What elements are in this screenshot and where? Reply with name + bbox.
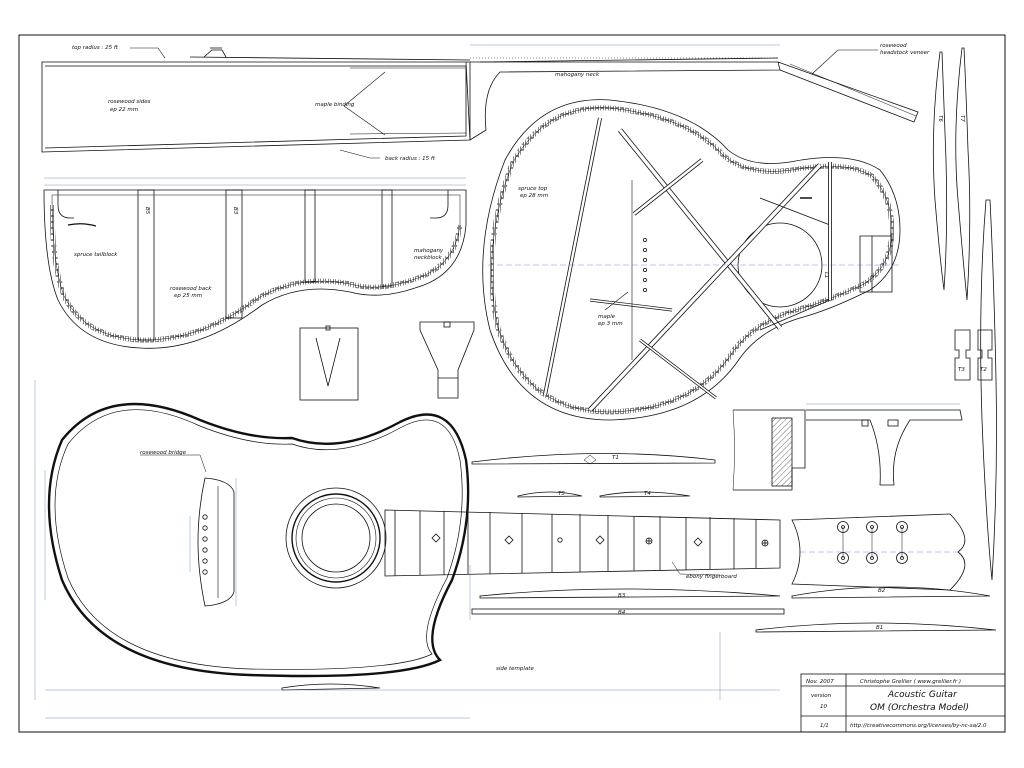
brace-label-b3: B3 (618, 593, 626, 599)
title-block-version-number: 10 (820, 704, 827, 710)
title-block-title-line2: OM (Orchestra Model) (870, 703, 969, 713)
maple-label: maple (598, 314, 616, 320)
rosewood-back-label: rosewood back (170, 286, 212, 292)
brace-label-t1-top: T1 (825, 271, 831, 278)
brace-label-t1: T1 (612, 455, 619, 461)
title-block (800, 673, 1006, 733)
side-template-label: side template (496, 666, 534, 672)
rosewood-sides-label: rosewood sides (108, 99, 151, 105)
back-plate (43, 177, 467, 349)
brace-label-b3-back: B3 (232, 207, 238, 215)
title-block-version-label: version (811, 693, 832, 699)
title-block-sheet: 1/1 (820, 723, 829, 729)
rosewood-bridge-label: rosewood bridge (140, 450, 187, 456)
title-block-author: Christophe Grellier ( www.grellier.fr ) (860, 679, 961, 685)
title-block-license: http://creativecommons.org/licenses/by-n… (850, 723, 987, 729)
dimension-lines (34, 380, 780, 719)
brace-label-t5: T5 (558, 491, 565, 497)
rosewood-back-thickness: ep 25 mm (174, 293, 202, 299)
mahogany-neckblock-label-1: mahogany (414, 248, 444, 254)
brace-label-b1: B1 (876, 625, 883, 631)
top-plate (482, 99, 901, 421)
spruce-tailblock-label: spruce tailblock (74, 252, 118, 258)
brace-label-b4: B4 (618, 610, 626, 616)
brace-label-t4: T4 (644, 491, 651, 497)
mahogany-neck-label: mahogany neck (555, 72, 600, 78)
spruce-top-label: spruce top (518, 186, 548, 192)
headstock-veneer-label-1: rosewood (880, 43, 907, 49)
guitar-front-view (47, 402, 470, 678)
neck-joint-section (732, 403, 963, 491)
brace-label-b5: B5 (144, 207, 150, 215)
title-block-date: Nov. 2007 (806, 679, 834, 685)
spruce-top-thickness: ep 28 mm (520, 193, 548, 199)
top-radius-label: top radius : 25 ft (72, 45, 119, 51)
drawing-frame (18, 34, 1006, 733)
brace-label-b2: B2 (878, 588, 886, 594)
maple-binding-label: maple binding (315, 102, 355, 108)
back-radius-label: back radius : 15 ft (385, 156, 436, 162)
tailblock-piece (299, 325, 359, 401)
side-view (41, 47, 471, 159)
neck-side-view (469, 44, 919, 141)
t3-t2-section (954, 329, 993, 381)
maple-thickness: ep 3 mm (598, 321, 623, 327)
brace-label-t2: T2 (980, 367, 987, 373)
t6-t7-braces (932, 47, 997, 581)
headstock-veneer-label-2: headstock veneer (880, 50, 930, 56)
neckblock-piece (419, 321, 475, 399)
rosewood-sides-thickness: ep 22 mm (110, 107, 138, 113)
brace-label-t3: T3 (958, 367, 965, 373)
fingerboard (384, 509, 781, 577)
ebony-fingerboard-label: ebony fingerboard (686, 574, 737, 580)
brace-label-t6: T6 (937, 115, 943, 122)
brace-label-t7: T7 (959, 115, 965, 122)
brace-profiles (281, 453, 997, 691)
title-block-title-line1: Acoustic Guitar (887, 690, 958, 700)
mahogany-neckblock-label-2: neckblock (414, 255, 442, 261)
headstock-plan (791, 513, 966, 591)
